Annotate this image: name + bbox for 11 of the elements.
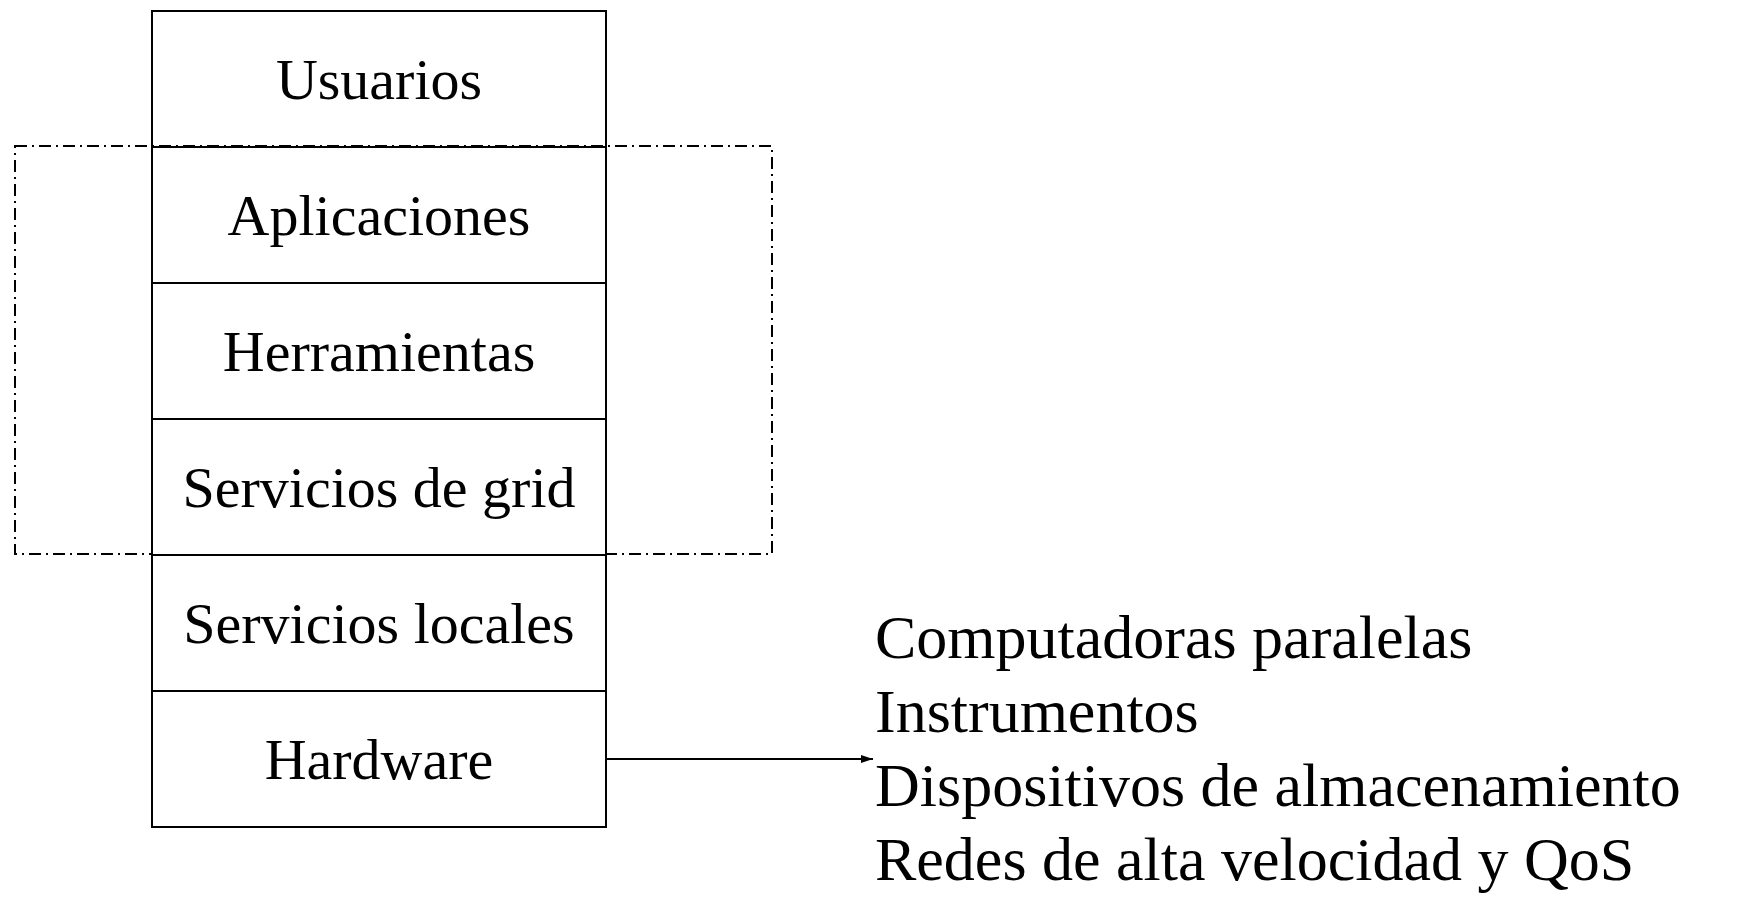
list-item: Redes de alta velocidad y QoS <box>875 824 1636 895</box>
list-item: Instrumentos <box>875 676 1200 747</box>
layer-box: Servicios locales <box>151 554 607 692</box>
layer-box: Aplicaciones <box>151 146 607 284</box>
list-item: Dispositivos de almacenamiento <box>875 750 1682 821</box>
layer-box: Usuarios <box>151 10 607 148</box>
layer-box: Herramientas <box>151 282 607 420</box>
arrow <box>606 755 874 763</box>
layer-box: Hardware <box>151 690 607 828</box>
list-item: Computadoras paralelas <box>875 602 1474 673</box>
layer-box: Servicios de grid <box>151 418 607 556</box>
